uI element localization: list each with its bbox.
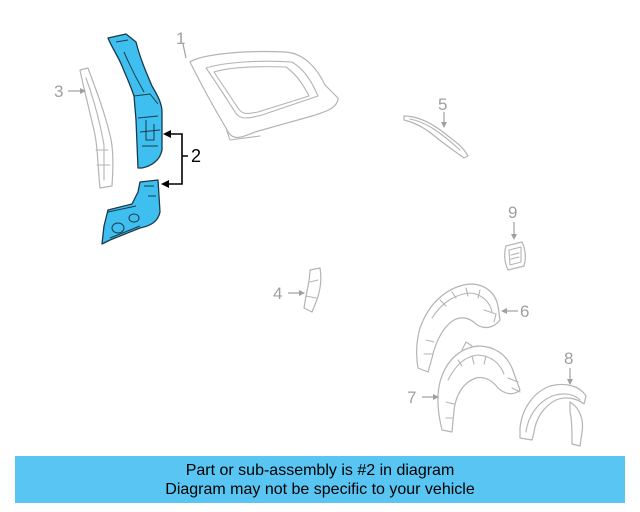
banner-line-2: Diagram may not be specific to your vehi… <box>165 480 475 498</box>
part-8-arch-liner[interactable] <box>519 383 587 447</box>
part-1-quarter-panel[interactable] <box>189 51 339 141</box>
callout-3: 3 <box>54 82 63 101</box>
leader-2-bracket <box>168 133 188 185</box>
part-2-upper-pillar[interactable] <box>107 33 163 169</box>
callout-4: 4 <box>273 284 282 303</box>
part-5-rail[interactable] <box>403 115 469 159</box>
part-4-bracket[interactable] <box>303 267 322 313</box>
arrowhead-3 <box>80 88 86 94</box>
arrowhead-2-lower <box>161 180 169 188</box>
part-2-lower-pillar[interactable] <box>101 179 161 245</box>
arrowhead-2-upper <box>163 130 171 138</box>
info-banner: Part or sub-assembly is #2 in diagram Di… <box>15 456 625 503</box>
banner-line-1: Part or sub-assembly is #2 in diagram <box>185 461 455 479</box>
callout-2: 2 <box>191 146 201 166</box>
part-9-vent[interactable] <box>504 241 526 271</box>
arrowhead-6 <box>501 308 507 314</box>
leader-1 <box>182 43 187 59</box>
part-6-wheelhouse-inner[interactable] <box>416 283 501 373</box>
part-7-wheelhouse-outer[interactable] <box>437 341 521 433</box>
arrowhead-5 <box>441 122 447 128</box>
callout-6: 6 <box>520 302 529 321</box>
arrowhead-8 <box>567 379 573 385</box>
callout-8: 8 <box>564 349 573 368</box>
arrowhead-7 <box>433 394 439 400</box>
part-3-pillar[interactable] <box>79 67 114 189</box>
callout-7: 7 <box>407 388 416 407</box>
arrowhead-9 <box>511 234 517 240</box>
arrowhead-4 <box>299 290 305 296</box>
callout-5: 5 <box>438 95 447 114</box>
callout-9: 9 <box>508 203 517 222</box>
callout-1: 1 <box>176 29 185 48</box>
